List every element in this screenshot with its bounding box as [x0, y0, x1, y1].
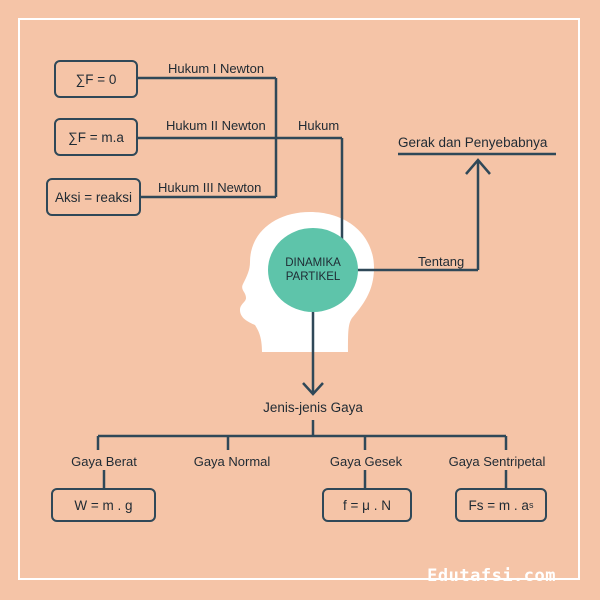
law3-label: Hukum III Newton [158, 180, 262, 195]
force-formula-3: f = μ . N [322, 488, 412, 522]
tentang-arrow [465, 158, 491, 175]
tentang-label: Tentang [418, 254, 465, 269]
force-formula-4-main: Fs = m . a [468, 497, 529, 513]
hukum-label: Hukum [298, 118, 340, 133]
force-formula-1: W = m . g [51, 488, 156, 522]
core-down-arrow [302, 382, 324, 396]
law2-box: ∑F = m.a [54, 118, 138, 156]
law2-label: Hukum II Newton [166, 118, 266, 133]
law1-label: Hukum I Newton [168, 61, 265, 76]
brand-watermark: Edutafsi.com [427, 566, 556, 586]
white-frame [18, 18, 580, 580]
core-line2: PARTIKEL [285, 271, 341, 283]
force-name-1: Gaya Berat [71, 454, 137, 469]
force-formula-4-sub: s [528, 500, 534, 510]
topic-text: Gerak dan Penyebabnya [398, 135, 548, 150]
core-circle: DINAMIKA PARTIKEL [268, 228, 358, 312]
law3-box: Aksi = reaksi [46, 178, 141, 216]
force-name-2: Gaya Normal [193, 454, 271, 469]
force-name-4: Gaya Sentripetal [448, 454, 546, 469]
core-line1: DINAMIKA [285, 257, 341, 269]
force-name-3: Gaya Gesek [329, 454, 403, 469]
forces-title: Jenis-jenis Gaya [263, 400, 363, 415]
law1-box: ∑F = 0 [54, 60, 138, 98]
